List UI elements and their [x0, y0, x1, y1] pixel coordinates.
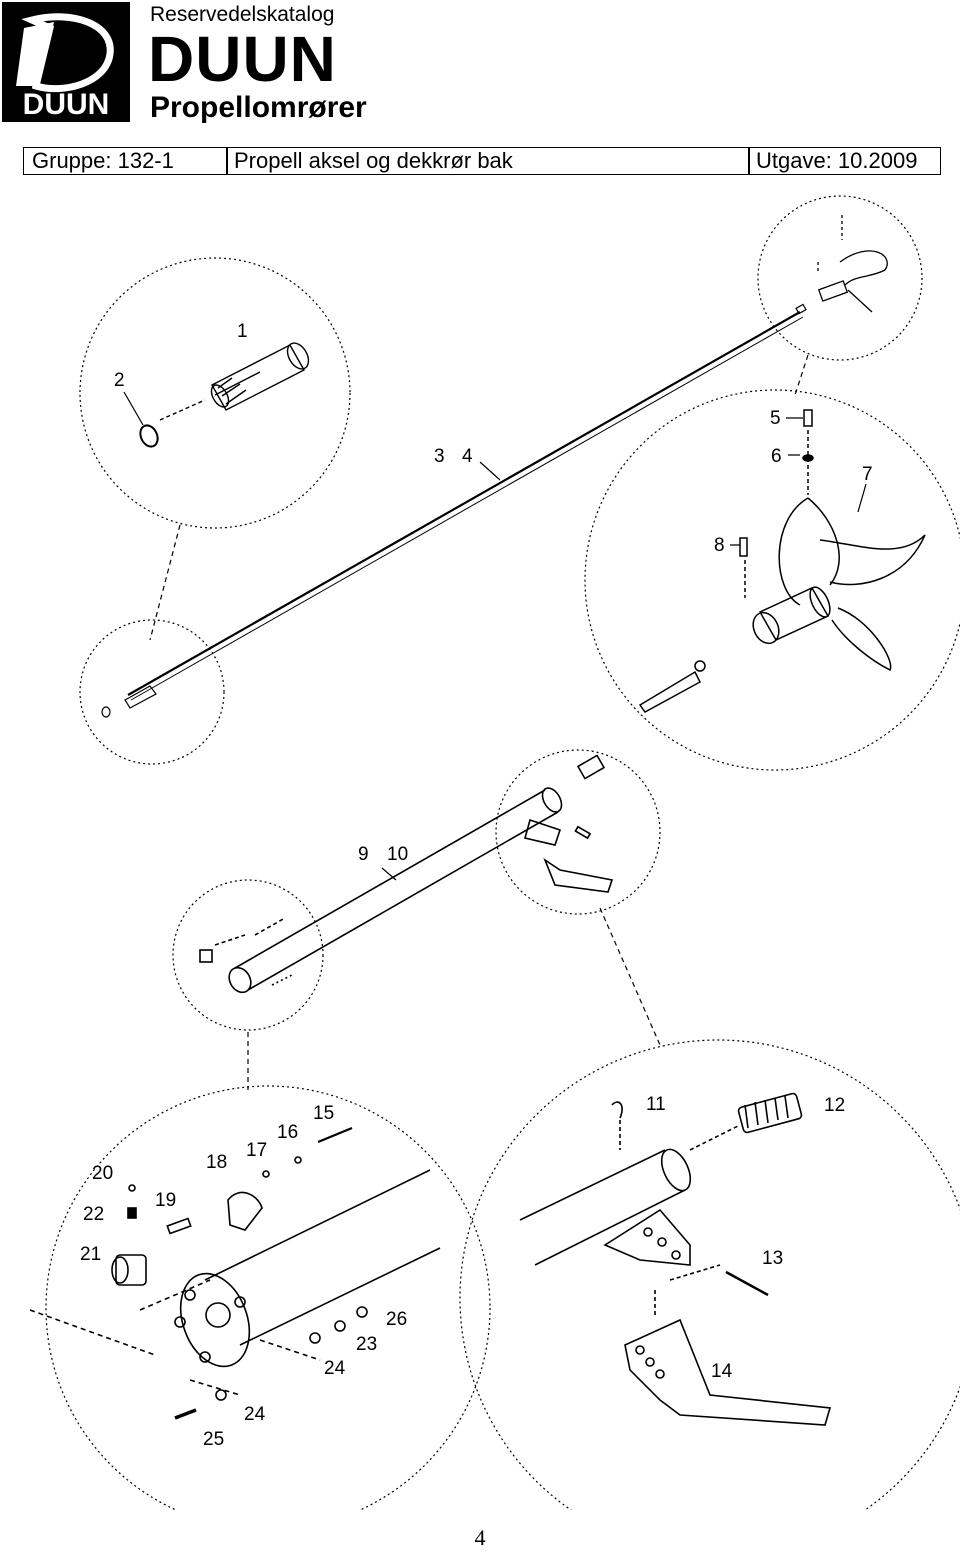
detail-circle-propeller-small	[757, 195, 923, 361]
part-label: 11	[646, 1094, 666, 1115]
detail-circle-shaft-end	[79, 257, 351, 529]
part-label: 6	[771, 446, 782, 467]
part-label: 3	[434, 446, 445, 467]
part-label: 17	[246, 1140, 267, 1161]
leader-2	[123, 391, 144, 426]
part-label: 9	[358, 844, 369, 865]
page-number: 4	[474, 1525, 486, 1550]
part-label: 1	[237, 321, 248, 342]
part-label: 7	[862, 464, 873, 485]
part-label: 26	[386, 1309, 407, 1330]
connector-lines	[149, 354, 809, 1090]
part-label: 19	[155, 1190, 176, 1211]
o-ring-part-2	[139, 424, 159, 448]
detail-circle-flange	[45, 1085, 491, 1510]
catalog-label: Reservedelskatalog	[150, 3, 335, 26]
part-label: 12	[824, 1095, 845, 1116]
detail-circle-propeller	[584, 389, 960, 771]
part-label: 20	[92, 1163, 113, 1184]
group-number: Gruppe: 132-1	[32, 148, 174, 173]
cover-tube	[199, 754, 614, 994]
duun-logo: DUUN	[2, 2, 130, 122]
info-bar: Gruppe: 132-1 Propell aksel og dekkrør b…	[23, 147, 941, 175]
part-label: 22	[83, 1204, 104, 1225]
part-label: 10	[387, 844, 408, 865]
part-label: 5	[770, 408, 781, 429]
part-label: 15	[313, 1103, 334, 1124]
edition: Utgave: 10.2009	[756, 148, 918, 173]
part-label: 4	[462, 446, 473, 467]
part-labels: 1 2 3 4 5 6 7 8 9 10 11 12 13 14 15 16 1…	[80, 321, 873, 1450]
flange-assembly	[29, 1126, 441, 1420]
detail-circle-bracket	[459, 1039, 960, 1510]
logo-text: DUUN	[23, 88, 110, 121]
part-label: 2	[114, 370, 125, 391]
divider	[748, 148, 750, 174]
part-label: 24	[244, 1404, 266, 1425]
part-label: 13	[762, 1248, 783, 1269]
brand-title: DUUN	[148, 23, 337, 95]
leaders-5-8	[730, 417, 867, 546]
leader-9-10	[381, 867, 397, 881]
propeller-shaft	[101, 303, 807, 718]
detail-circle-flange-small	[172, 879, 324, 1031]
detail-circle-shaft-tip	[79, 619, 225, 765]
leader-3-4	[479, 461, 501, 481]
bracket-assembly	[519, 1092, 832, 1426]
part-label: 25	[203, 1429, 224, 1450]
part-label: 16	[277, 1122, 298, 1143]
part-label: 21	[80, 1244, 101, 1265]
exploded-view-drawing: 1 2 3 4 5 6 7 8 9 10 11 12 13 14 15 16 1…	[29, 195, 960, 1510]
part-label: 24	[324, 1358, 346, 1379]
propeller-small	[817, 215, 888, 313]
product-title: Propellomrører	[150, 91, 367, 124]
divider	[226, 148, 228, 174]
part-label: 23	[356, 1334, 377, 1355]
group-title: Propell aksel og dekkrør bak	[234, 148, 513, 173]
duun-logo-mark: DUUN	[16, 13, 114, 121]
part-label: 8	[714, 535, 725, 556]
detail-circle-bracket-small	[495, 749, 661, 915]
part-label: 14	[711, 1361, 733, 1382]
shaft-end-part-1	[159, 342, 310, 421]
propeller-assembly	[638, 409, 926, 713]
part-label: 18	[206, 1152, 227, 1173]
